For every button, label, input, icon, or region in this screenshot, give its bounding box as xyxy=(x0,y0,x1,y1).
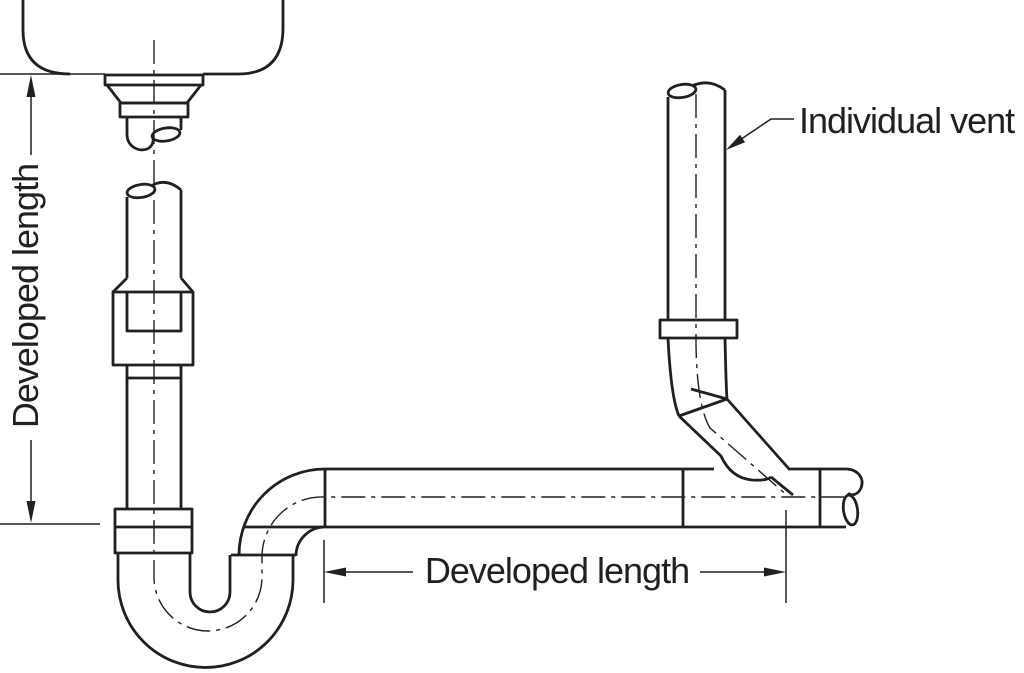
pipe-break xyxy=(846,467,864,497)
trap-outer-wall xyxy=(116,553,295,669)
vent-45-lower-wall xyxy=(678,414,772,482)
vent-bend-outer xyxy=(666,337,681,417)
sink-basin xyxy=(21,0,285,76)
vent-centerline xyxy=(695,94,790,498)
horizontal-dimension: Developed length xyxy=(323,510,787,603)
vent-callout: Individual vent xyxy=(726,100,1016,150)
pipe-break-loop xyxy=(666,82,698,100)
pipe-coupling xyxy=(111,277,195,509)
leader-line xyxy=(730,118,794,147)
vent-socket-line xyxy=(770,475,794,497)
vertical-dimension-label: Developed length xyxy=(5,164,46,428)
pipe-break xyxy=(125,133,155,152)
pipe-break-loop xyxy=(841,493,860,527)
arrow-right-icon xyxy=(764,567,786,577)
horizontal-dimension-label: Developed length xyxy=(425,550,689,591)
drain-fitting xyxy=(103,73,205,119)
p-trap xyxy=(113,467,327,669)
vertical-dimension: Developed length xyxy=(0,73,105,525)
coupling-sleeve xyxy=(125,292,183,333)
leader-arrow-icon xyxy=(726,134,745,150)
vent-45-upper-wall xyxy=(725,398,792,471)
coupling-body xyxy=(111,290,195,367)
elbow-outer-wall xyxy=(237,467,326,556)
tailpiece xyxy=(125,117,183,152)
horizontal-drain-pipe xyxy=(325,467,864,529)
drain-flange xyxy=(103,73,205,87)
vent-walls xyxy=(666,90,727,320)
vent-label: Individual vent xyxy=(799,100,1015,141)
vent-bend-inner xyxy=(723,337,729,400)
trap-slip-nut xyxy=(113,507,194,555)
vertical-drain-pipe xyxy=(125,180,183,278)
individual-vent-pipe xyxy=(658,81,794,497)
arrow-up-icon xyxy=(26,75,36,97)
pipe-break-loop xyxy=(125,182,157,200)
arrow-left-icon xyxy=(324,567,346,577)
drain-slip-nut xyxy=(118,101,190,119)
pipe-break xyxy=(691,81,726,92)
vent-miter-joint xyxy=(678,387,728,418)
vent-coupling-band xyxy=(658,318,739,340)
pipe-walls xyxy=(125,365,183,509)
arrow-down-icon xyxy=(26,501,36,523)
coupling-chamfer xyxy=(112,277,195,293)
pipe-break-loop xyxy=(150,126,182,143)
trap-inner-wall xyxy=(188,553,232,614)
elbow-inner-wall xyxy=(294,525,326,557)
pipe-break xyxy=(150,180,182,192)
drain-centerline xyxy=(153,40,844,632)
